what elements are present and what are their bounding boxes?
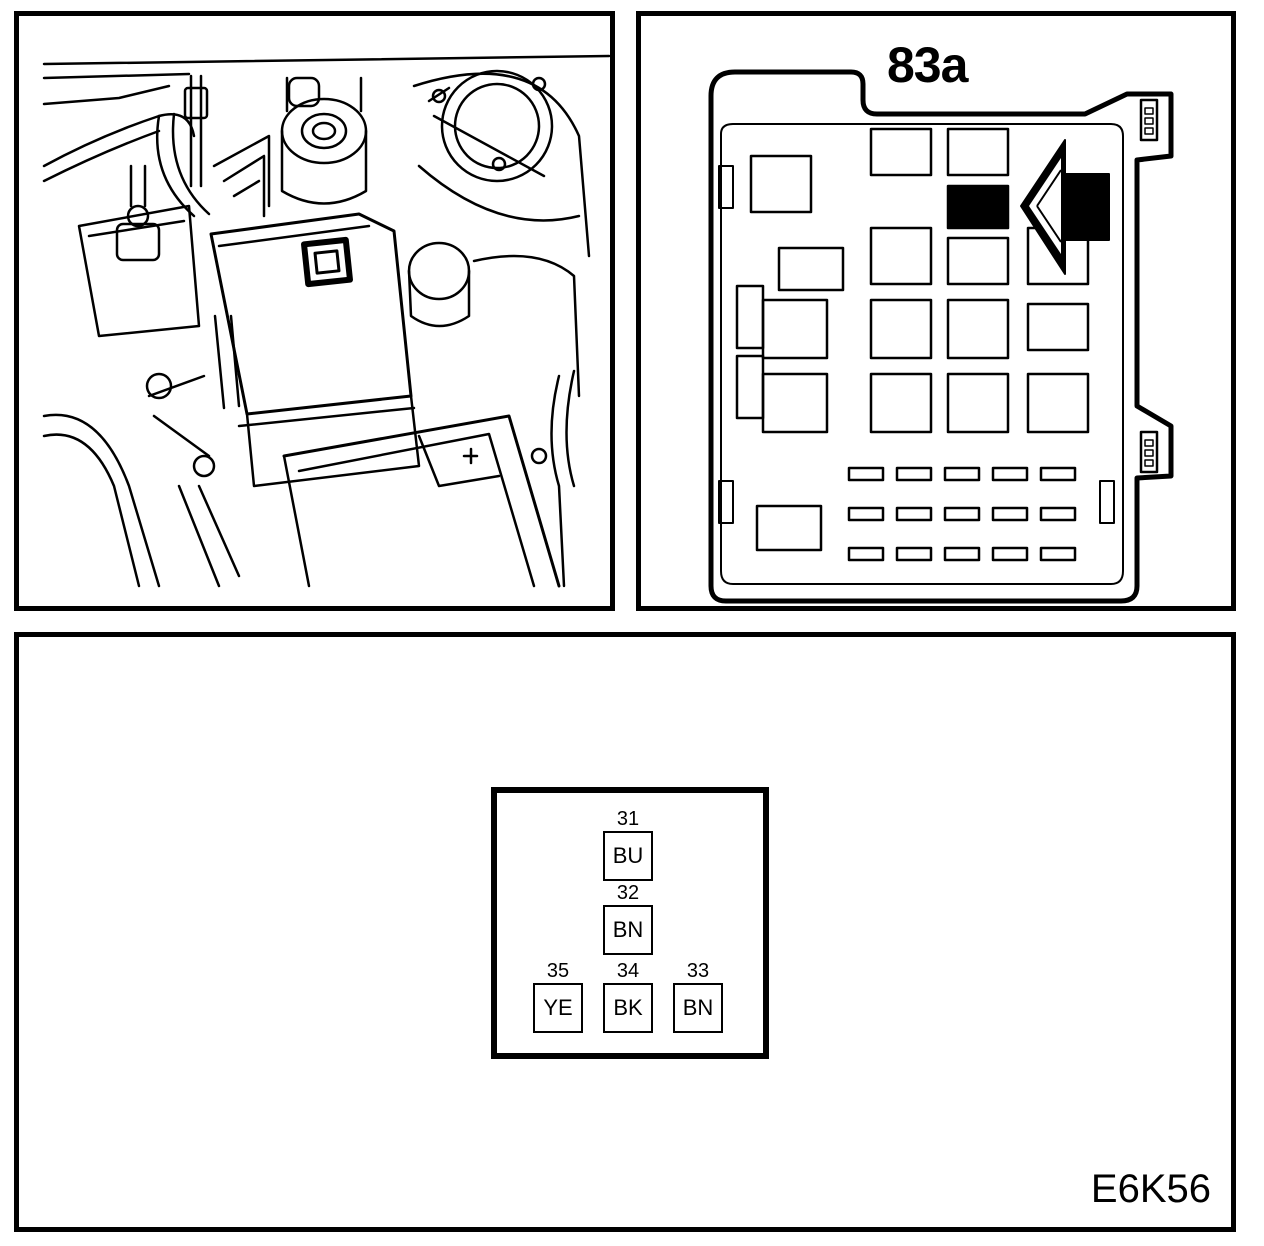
pin-number: 35 [546,960,570,982]
pin-color: BK [603,983,653,1033]
pin-number: 32 [616,882,640,904]
connector-pinout-panel: 31 BU 32 BN 35 YE 34 BK 33 BN E6K56 [14,632,1236,1232]
pin-color: BN [603,905,653,955]
fuse-box-layout-panel: 83a [636,11,1236,611]
fuse-rows [847,466,1077,562]
pin-color: YE [533,983,583,1033]
pin-number: 34 [616,960,640,982]
relay-connector: 31 BU 32 BN 35 YE 34 BK 33 BN [491,787,769,1059]
fuse-box-drawing [708,69,1174,604]
fuse-box-outline [708,69,1174,604]
engine-bay-illustration-panel [14,11,615,611]
engine-bay-drawing [42,54,610,588]
pin-number: 31 [616,808,640,830]
pin-color: BN [673,983,723,1033]
figure-code: E6K56 [1090,1167,1211,1211]
pin-color: BU [603,831,653,881]
fuse-box-label: 83a [887,37,968,93]
indicator-arrow [1020,139,1110,275]
highlighted-relay [946,184,1010,230]
pin-number: 33 [686,960,710,982]
